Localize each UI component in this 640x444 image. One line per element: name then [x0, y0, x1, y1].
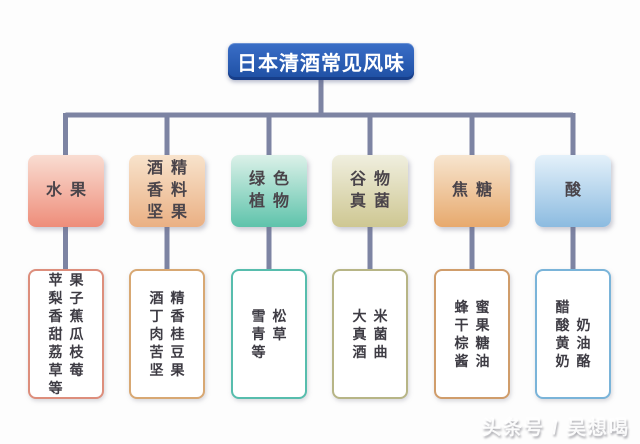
branch-label-line: 焦糖 — [451, 182, 500, 199]
leaf-node-fruit: 苹果梨子香蕉甜瓜荔枝草莓等 — [28, 269, 104, 399]
leaf-item: 青草 — [251, 326, 294, 342]
leaf-item: 甜瓜 — [48, 326, 91, 342]
leaf-node-caramel: 蜂蜜干果棕糖酱油 — [434, 269, 510, 399]
leaf-item: 苦豆 — [149, 344, 192, 360]
branch-label-line: 坚果 — [146, 204, 195, 221]
leaf-node-acid: 醋酸奶黄油奶酪 — [535, 269, 611, 399]
branch-label-line: 植物 — [248, 193, 297, 210]
leaf-item: 丁香 — [149, 308, 192, 324]
branch-node-acid: 酸 — [535, 155, 611, 227]
leaf-item: 真菌 — [352, 326, 395, 342]
branch-label-line: 真菌 — [349, 193, 398, 210]
leaf-item: 酒曲 — [352, 344, 395, 360]
leaf-item: 奶酪 — [555, 353, 598, 369]
leaf-item: 酒精 — [149, 290, 192, 306]
branch-label-line: 谷物 — [349, 171, 398, 188]
leaf-item: 干果 — [454, 317, 497, 333]
leaf-item: 坚果 — [149, 362, 192, 378]
branch-label-line: 酸 — [564, 182, 589, 199]
leaf-item: 蜂蜜 — [454, 299, 497, 315]
leaf-item: 雪松 — [251, 308, 294, 324]
branch-node-grain-fungus: 谷物真菌 — [332, 155, 408, 227]
branch-node-fruit: 水果 — [28, 155, 104, 227]
branch-node-caramel: 焦糖 — [434, 155, 510, 227]
branch-node-alcohol-spice-nut: 酒精香料坚果 — [129, 155, 205, 227]
watermark: 头条号 / 吴想喝 — [482, 418, 630, 439]
leaf-item: 梨子 — [48, 290, 91, 306]
leaf-item: 大米 — [352, 308, 395, 324]
leaf-item: 荔枝 — [48, 344, 91, 360]
leaf-node-grain-fungus: 大米真菌酒曲 — [332, 269, 408, 399]
leaf-item: 等 — [48, 380, 70, 396]
leaf-item: 肉桂 — [149, 326, 192, 342]
leaf-item: 苹果 — [48, 272, 91, 288]
leaf-node-green-plant: 雪松青草等 — [231, 269, 307, 399]
branch-label-line: 绿色 — [248, 171, 297, 188]
leaf-node-alcohol-spice-nut: 酒精丁香肉桂苦豆坚果 — [129, 269, 205, 399]
branch-label-line: 酒精 — [146, 160, 195, 177]
leaf-item: 草莓 — [48, 362, 91, 378]
branch-node-green-plant: 绿色植物 — [231, 155, 307, 227]
branch-label-line: 水果 — [45, 182, 94, 199]
root-node: 日本清酒常见风味 — [228, 43, 414, 80]
root-node-title: 日本清酒常见风味 — [237, 53, 405, 75]
leaf-item: 酱油 — [454, 353, 497, 369]
leaf-item: 棕糖 — [454, 335, 497, 351]
leaf-item: 醋 — [555, 299, 577, 315]
leaf-item: 等 — [251, 344, 273, 360]
branch-label-line: 香料 — [146, 182, 195, 199]
leaf-item: 香蕉 — [48, 308, 91, 324]
leaf-item: 黄油 — [555, 335, 598, 351]
leaf-item: 酸奶 — [555, 317, 598, 333]
